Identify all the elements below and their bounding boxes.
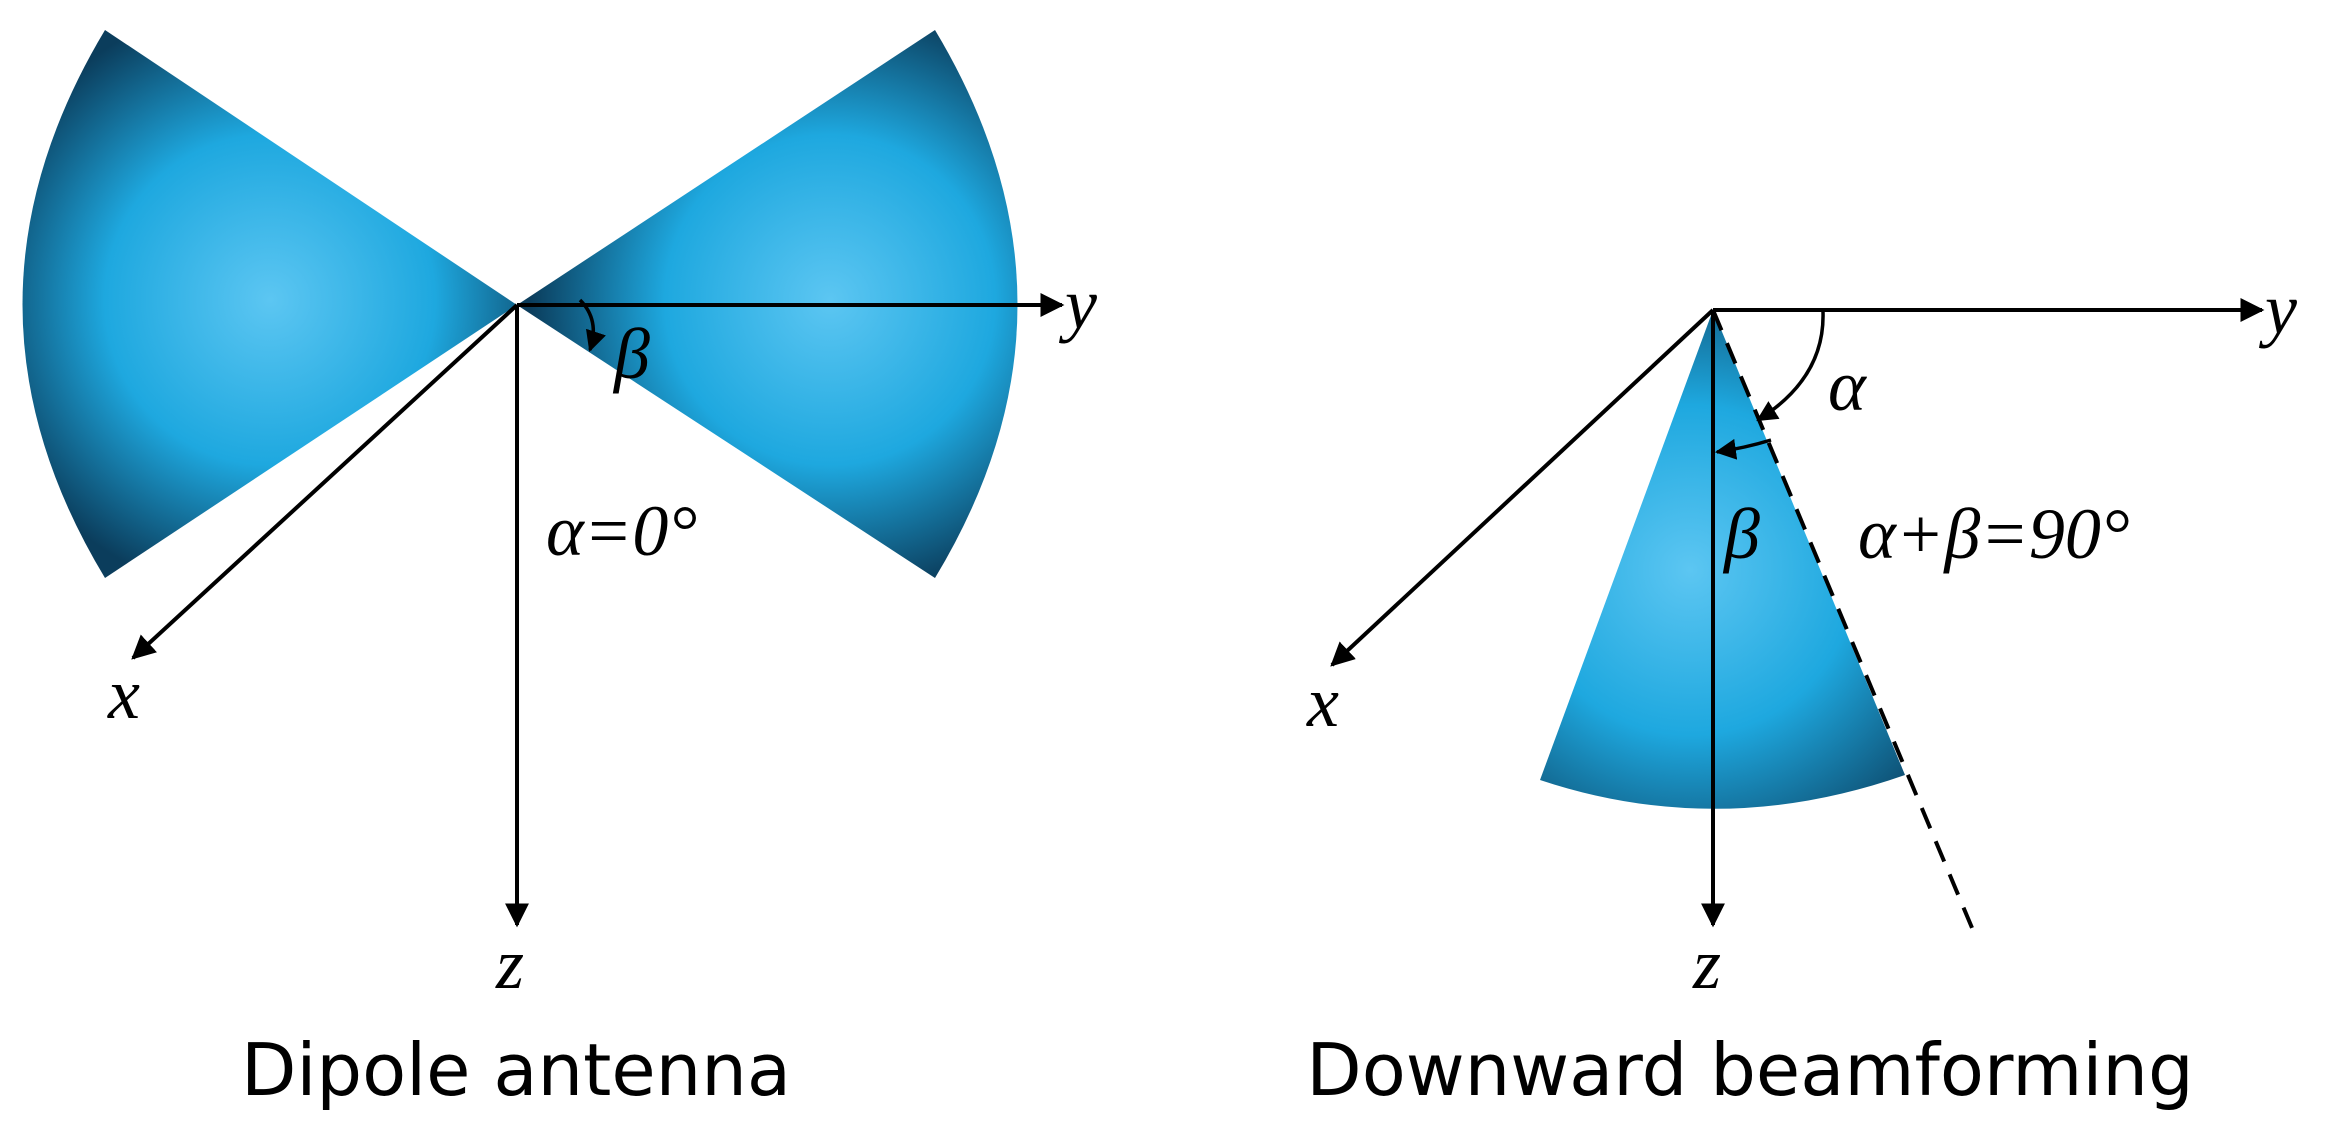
beamforming-y-axis-label: y — [2258, 269, 2297, 349]
beamforming-alpha-label: α — [1828, 346, 1867, 426]
dipole-y-axis-label: y — [1058, 264, 1097, 344]
downward-beamforming-panel: y x z α β α+β=90° Downward beamforming — [1306, 269, 2297, 1112]
beamforming-x-axis — [1330, 308, 1715, 667]
beamforming-beta-label: β — [1722, 494, 1760, 574]
beamforming-z-axis-label: z — [1692, 924, 1721, 1004]
dipole-angle-equation: α=0° — [546, 491, 697, 571]
dipole-left-lobe — [22, 30, 517, 578]
beamforming-cone — [1540, 310, 1905, 809]
dipole-caption: Dipole antenna — [241, 1028, 791, 1112]
beamforming-x-axis-label: x — [1306, 662, 1339, 742]
beamforming-alpha-arc — [1756, 311, 1825, 422]
beamforming-beta-arc — [1714, 438, 1772, 460]
beamforming-angle-equation: α+β=90° — [1858, 494, 2130, 574]
dipole-x-axis — [131, 303, 519, 660]
beamforming-caption: Downward beamforming — [1306, 1028, 2193, 1112]
dipole-beta-arc — [578, 298, 606, 352]
dipole-x-axis-label: x — [107, 654, 140, 734]
dipole-z-axis-label: z — [495, 924, 524, 1004]
dipole-beta-label: β — [612, 314, 650, 394]
dipole-antenna-panel: y x z β α=0° Dipole antenna — [22, 30, 1097, 1112]
